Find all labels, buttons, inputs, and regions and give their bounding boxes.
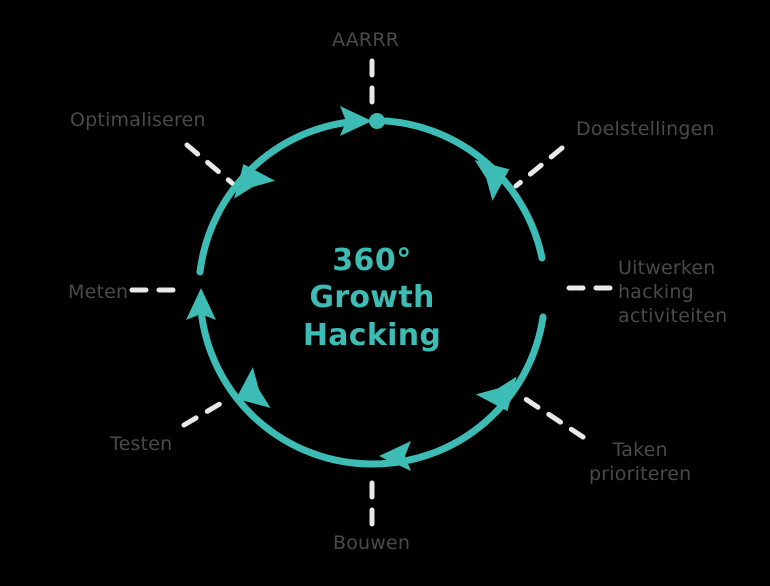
step-label-uitwerken: Uitwerken hacking activiteiten xyxy=(618,257,728,327)
arrowhead-taken xyxy=(475,376,517,412)
step-label-bouwen: Bouwen xyxy=(333,532,411,554)
arrowhead-testen xyxy=(236,367,271,408)
step-label-optimaliseren: Optimaliseren xyxy=(70,109,206,131)
center-title-line1: 360° xyxy=(332,243,412,278)
step-label-aarrr: AARRR xyxy=(332,29,400,51)
step-label-meten: Meten xyxy=(68,281,129,303)
connector-optimaliseren xyxy=(184,142,235,186)
arrowhead-bouwen xyxy=(379,441,411,471)
center-title: 360° Growth Hacking xyxy=(236,243,508,355)
arc-bouwen-to-meten xyxy=(197,306,376,468)
arc-aarrr-to-doelstellingen xyxy=(382,117,546,262)
arrowhead-meten xyxy=(186,288,216,320)
cycle-arrowheads xyxy=(186,106,517,471)
step-label-doelstellingen: Doelstellingen xyxy=(576,118,715,140)
connector-taken xyxy=(521,395,586,440)
center-title-line2: Growth Hacking xyxy=(302,280,442,353)
step-label-taken: Taken prioriteren xyxy=(589,439,692,485)
arrowhead-optimaliseren xyxy=(234,164,276,199)
arc-meten-to-aarrr xyxy=(196,117,365,276)
connector-doelstellingen xyxy=(513,145,565,189)
label-connectors xyxy=(129,58,613,527)
connector-testen xyxy=(181,395,233,428)
arrowhead-aarrr xyxy=(340,106,372,136)
arrowhead-doelstellingen xyxy=(474,159,510,201)
cycle-start-dot xyxy=(369,113,385,129)
step-label-testen: Testen xyxy=(110,433,173,455)
